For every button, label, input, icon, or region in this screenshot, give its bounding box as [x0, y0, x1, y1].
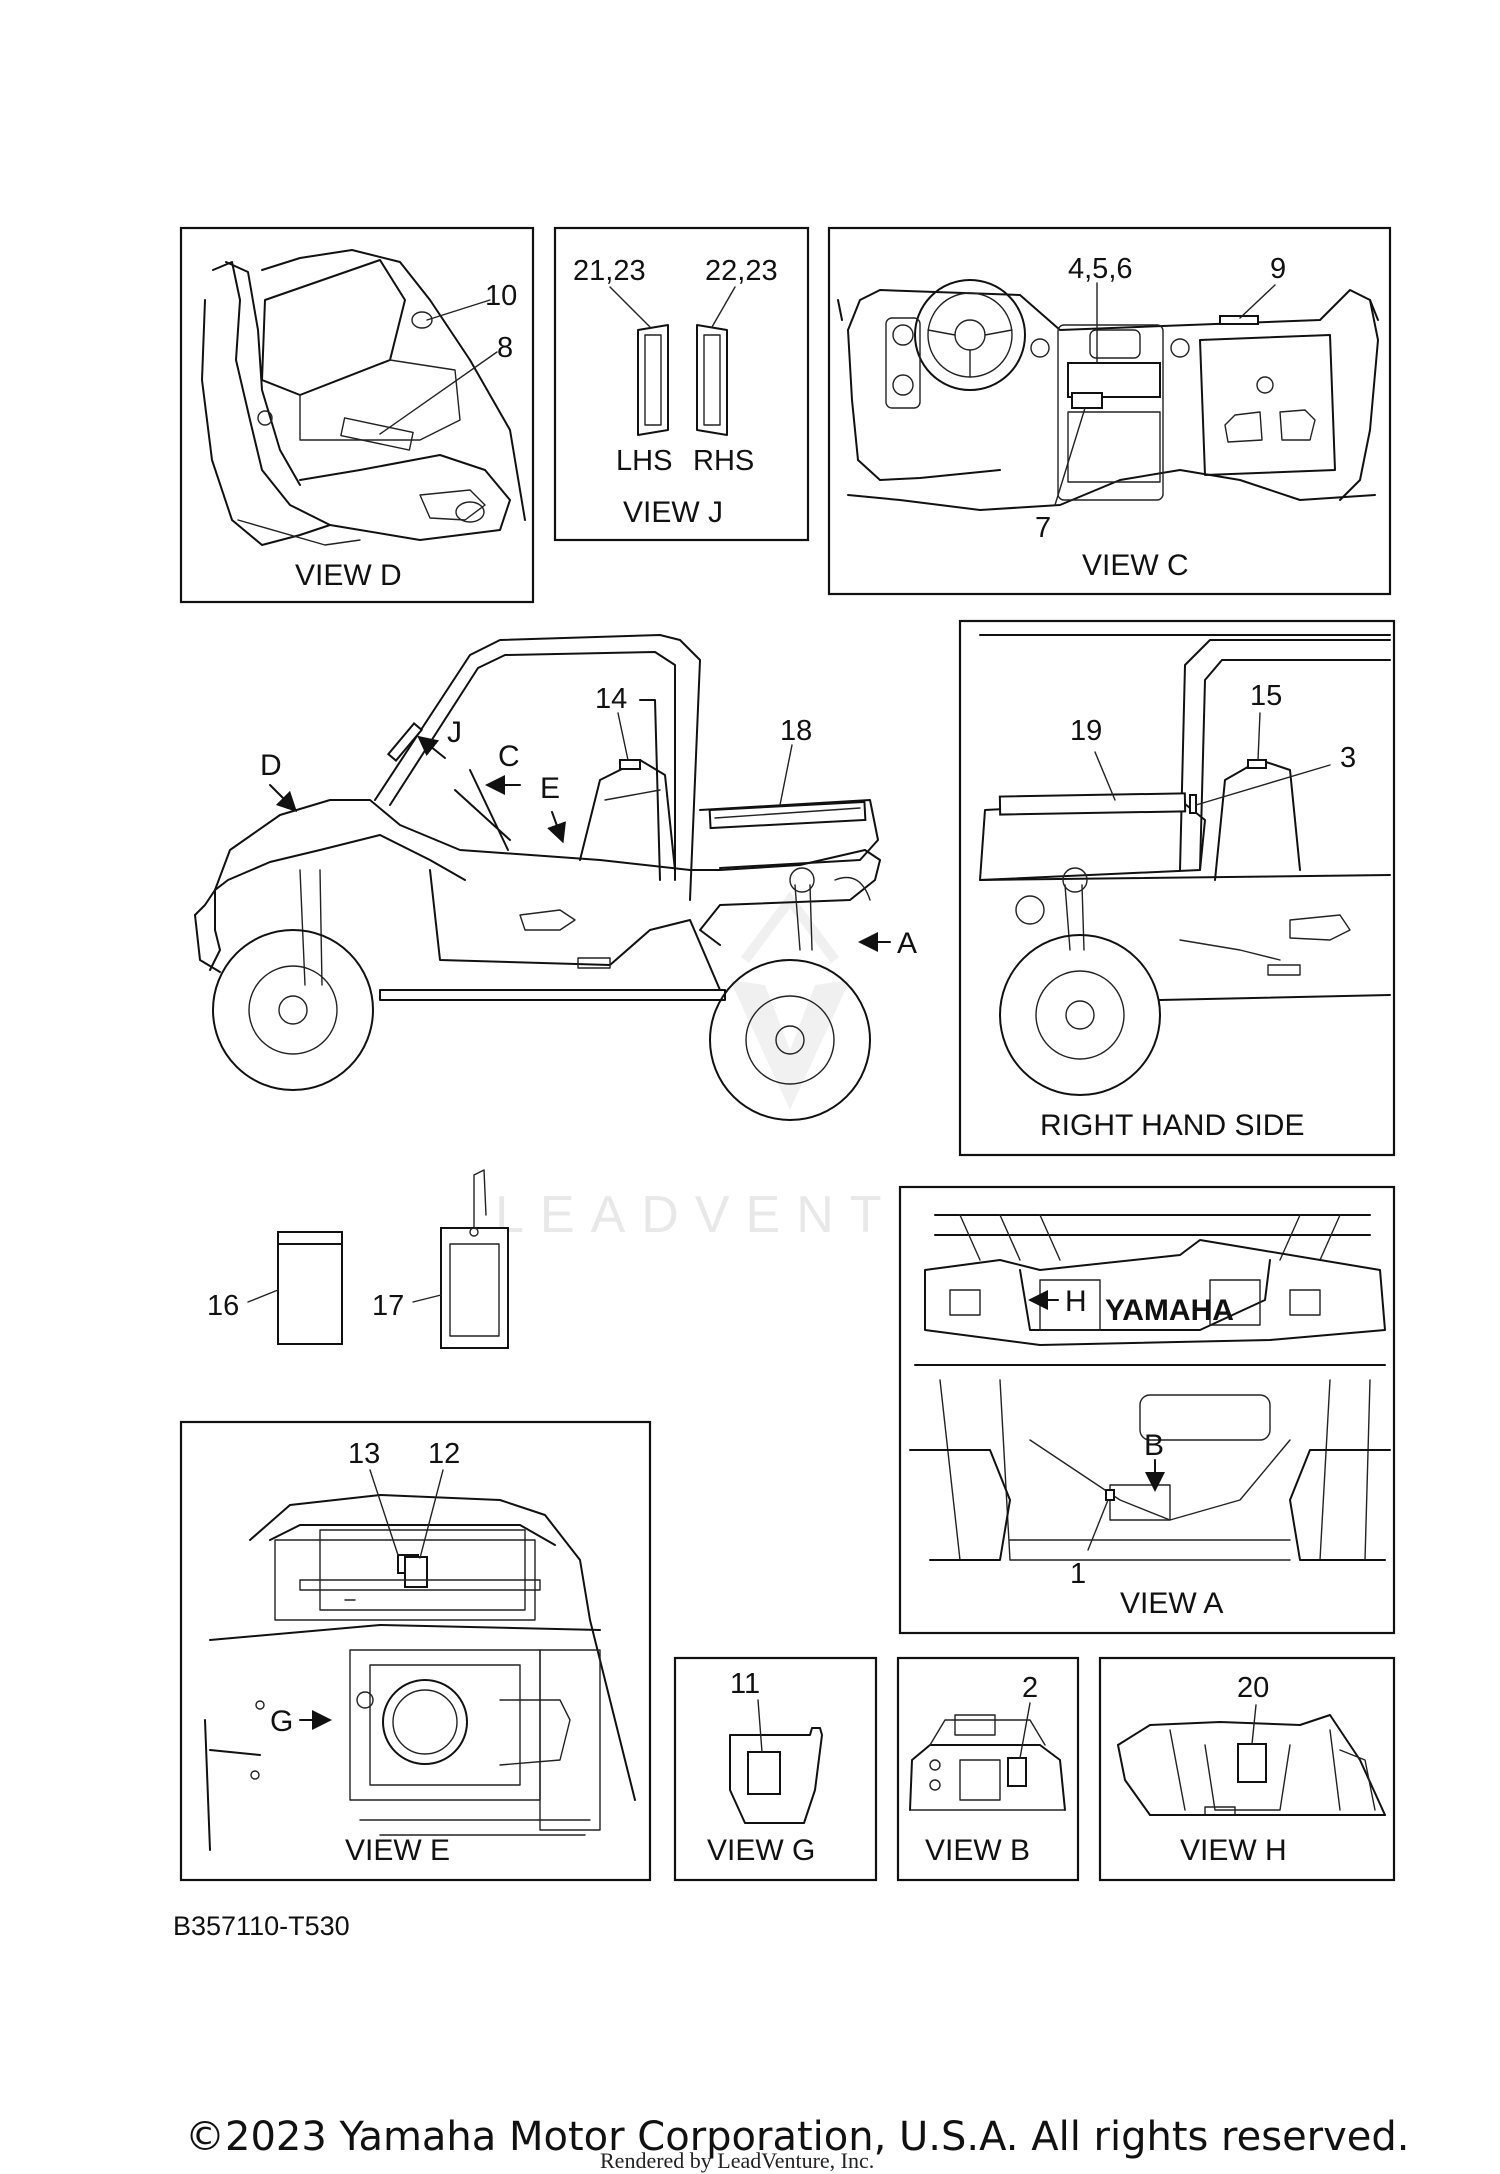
lhs-label: LHS — [616, 445, 672, 477]
callout-14: 14 — [595, 683, 627, 715]
callout-20: 20 — [1237, 1672, 1269, 1704]
callout-7: 7 — [1035, 512, 1051, 544]
view-g-title: VIEW G — [707, 1834, 815, 1867]
callout-19: 19 — [1070, 715, 1102, 747]
view-e-title: VIEW E — [345, 1834, 450, 1867]
callout-12: 12 — [428, 1438, 460, 1470]
callout-18: 18 — [780, 715, 812, 747]
copyright-text: ©2023 Yamaha Motor Corporation, U.S.A. A… — [185, 2114, 1410, 2160]
arrow-label-b: B — [1144, 1429, 1164, 1462]
rendered-by-text: Rendered by LeadVenture, Inc. — [600, 2148, 874, 2173]
callout-1: 1 — [1070, 1558, 1086, 1590]
diagram-code: B357110-T530 — [173, 1911, 350, 1941]
arrow-label-h: H — [1065, 1285, 1087, 1318]
view-e-panel: 13 12 G VIEW E — [179, 1420, 652, 1882]
rhs-label: RHS — [693, 445, 754, 477]
callout-3: 3 — [1340, 742, 1356, 774]
callout-17: 17 — [372, 1290, 404, 1322]
arrow-label-j: J — [447, 716, 462, 749]
callout-22-23: 22,23 — [705, 255, 778, 287]
brand-text: YAMAHA — [1105, 1294, 1234, 1327]
callout-2: 2 — [1022, 1672, 1038, 1704]
view-h-panel: 20 VIEW H — [1098, 1656, 1396, 1882]
arrow-label-a: A — [897, 927, 917, 960]
right-hand-side-panel: 19 15 3 RIGHT HAND SIDE — [958, 619, 1396, 1157]
view-j-title: VIEW J — [623, 496, 723, 529]
view-h-title: VIEW H — [1180, 1834, 1287, 1867]
arrow-label-d: D — [260, 749, 282, 782]
callout-13: 13 — [348, 1438, 380, 1470]
arrow-label-g: G — [270, 1705, 293, 1738]
callout-8: 8 — [497, 332, 513, 364]
view-d-title: VIEW D — [295, 559, 402, 592]
view-b-panel: 2 VIEW B — [896, 1656, 1080, 1882]
view-b-title: VIEW B — [925, 1834, 1030, 1867]
callout-4-5-6: 4,5,6 — [1068, 253, 1133, 285]
right-hand-side-title: RIGHT HAND SIDE — [1040, 1109, 1304, 1142]
callout-11: 11 — [730, 1668, 760, 1700]
arrow-label-c: C — [498, 740, 520, 773]
loose-labels: 16 17 — [207, 1169, 509, 1349]
callout-15: 15 — [1250, 680, 1282, 712]
view-a-title: VIEW A — [1120, 1587, 1223, 1620]
view-c-title: VIEW C — [1082, 549, 1189, 582]
view-g-panel: 11 VIEW G — [673, 1656, 878, 1882]
arrow-label-e: E — [540, 772, 560, 805]
view-c-panel: 4,5,6 9 7 VIEW C — [827, 226, 1392, 596]
view-j-panel: 21,23 22,23 LHS RHS VIEW J — [553, 226, 810, 542]
main-vehicle-left: 14 18 D J C E A — [194, 634, 917, 1121]
callout-10: 10 — [485, 280, 517, 312]
view-a-panel: YAMAHA H B 1 VIEW A — [898, 1185, 1396, 1635]
view-d-panel: 10 8 VIEW D — [179, 226, 535, 604]
callout-21-23: 21,23 — [573, 255, 646, 287]
callout-16: 16 — [207, 1290, 239, 1322]
callout-9: 9 — [1270, 253, 1286, 285]
